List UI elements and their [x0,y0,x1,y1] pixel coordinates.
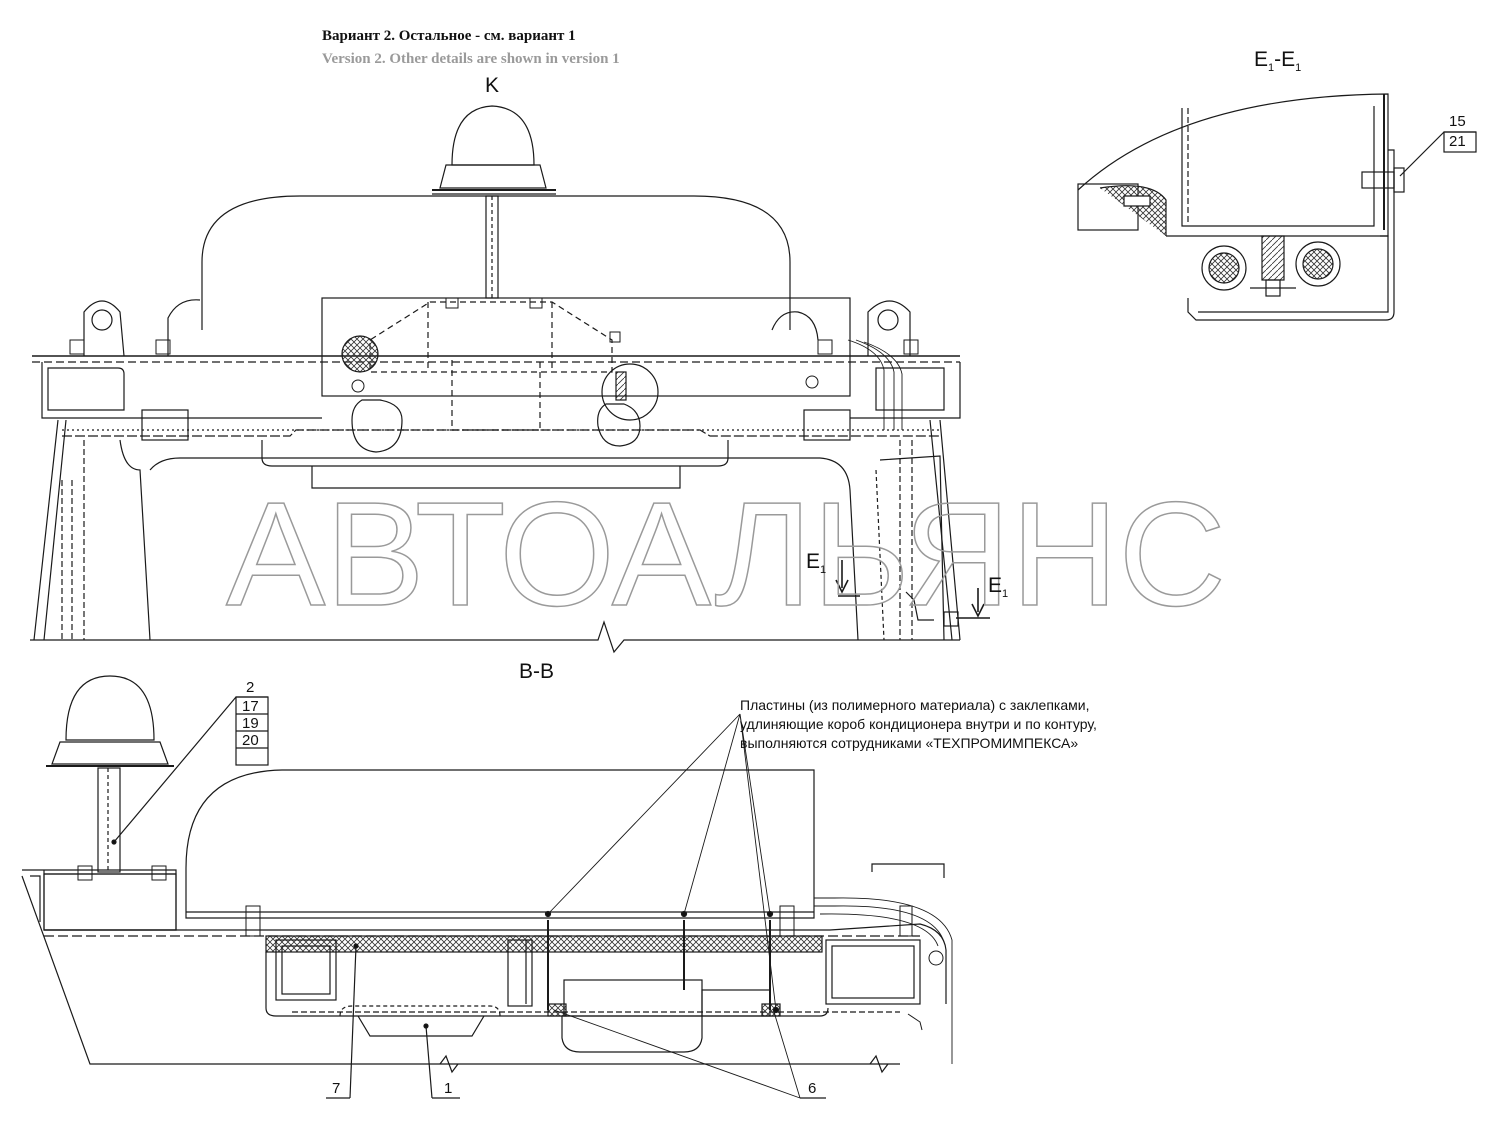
callout-20: 20 [242,732,259,749]
plates-note-line-2: удлиняющие короб кондиционера внутри и п… [740,716,1097,732]
beacon-lamp-section [46,675,174,873]
variant-title-ru: Вариант 2. Остальное - см. вариант 1 [322,28,576,44]
callout-19: 19 [242,715,259,732]
e1-marker-right: E1 [988,574,1009,601]
section-e1-drawing [1077,93,1477,321]
callout-17: 17 [242,698,259,715]
variant-title-en: Version 2. Other details are shown in ve… [322,51,620,67]
beacon-lamp-top [432,105,556,299]
callout-6: 6 [808,1080,817,1097]
plates-note: Пластины (из полимерного материала) с за… [740,696,1097,753]
plates-note-line-1: Пластины (из полимерного материала) с за… [740,697,1090,713]
section-bb-label: B-B [519,660,555,683]
callout-7: 7 [332,1080,341,1097]
lifting-eye-left2 [167,299,201,356]
callout-2: 2 [246,679,255,696]
ac-housing-top [201,195,791,330]
section-bb-drawing [21,675,953,1099]
section-e1-title: E1-E1 [1254,48,1302,75]
callout-15: 15 [1449,113,1466,130]
plates-note-line-3: выполняются сотрудниками «ТЕХПРОМИМПЕКСА… [740,735,1079,751]
watermark-text: АВТОАЛЬЯНС [226,472,1226,637]
lifting-eye-right [867,300,911,356]
callout-1: 1 [444,1080,453,1097]
e1-marker-left: E1 [806,550,827,577]
mounting-plate [321,297,851,397]
view-k-drawing [30,105,990,654]
callout-21: 21 [1449,133,1466,150]
lifting-eye-left [83,300,125,357]
view-k-label: K [485,74,500,97]
